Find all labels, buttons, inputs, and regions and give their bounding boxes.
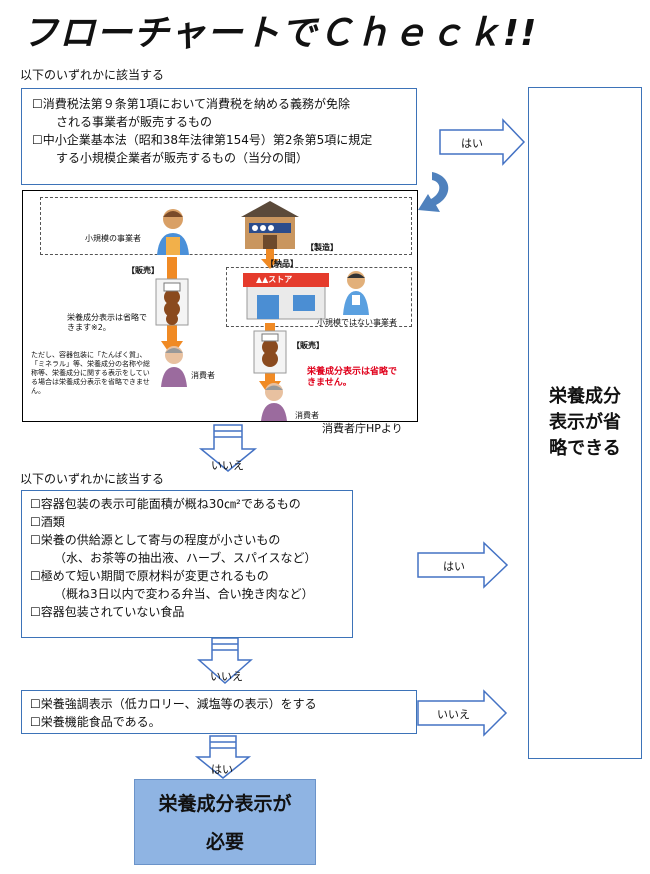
right-arrow-icon — [417, 689, 508, 737]
step2-item: ☐栄養の供給源として寄与の程度が小さいもの — [30, 533, 281, 547]
step1-lead: 以下のいずれかに該当する — [20, 68, 165, 82]
small-business-label: 小規模の事業者 — [85, 234, 141, 243]
small-business-person-icon — [157, 209, 189, 255]
yes-label-2: はい — [443, 560, 465, 573]
step1-item: する小規模企業者が販売するもの（当分の間） — [56, 151, 309, 165]
consumer-left-label: 消費者 — [191, 371, 215, 380]
rice-cracker-bag-icon — [253, 330, 287, 374]
step2-item: （水、お茶等の抽出液、ハーブ、スパイスなど） — [54, 551, 317, 565]
curved-arrow-icon — [418, 172, 449, 212]
step2-item: ☐極めて短い期間で原材料が変更されるもの — [30, 569, 269, 583]
result-omit-line: 略できる — [549, 438, 621, 459]
shop-building-icon — [241, 201, 299, 249]
store-building-icon — [243, 273, 329, 320]
no-label-2: いいえ — [210, 670, 243, 683]
consumer-right-label: 消費者 — [295, 411, 319, 420]
result-omit-line: 栄養成分 — [549, 386, 621, 407]
delivery-label: 【納品】 — [266, 259, 298, 268]
store-clerk-icon — [343, 271, 369, 315]
cannot-omit-note: 栄養成分表示は省略できません。 — [307, 367, 398, 388]
result-omit-box: 栄養成分 表示が省 略できる — [528, 87, 642, 759]
right-arrow-icon — [417, 541, 509, 589]
exception-note: ただし、容器包装に「たんぱく質」、「ミネラル」等、栄養成分の名称や総称等、栄養成… — [31, 351, 150, 395]
result-required-line: 栄養成分表示が — [158, 793, 292, 815]
illustration-panel: 小規模の事業者 【製造】 【納品】 【販売】 栄養成分表示は省略できます※2。 … — [22, 190, 418, 422]
step3-box: ☐栄養強調表示（低カロリー、減塩等の表示）をする ☐栄養機能食品である。 — [21, 690, 417, 734]
source-credit: 消費者庁HPより — [322, 422, 403, 435]
result-required-box: 栄養成分表示が 必要 — [134, 779, 316, 865]
step3-item: ☐栄養機能食品である。 — [30, 715, 161, 729]
step3-item: ☐栄養強調表示（低カロリー、減塩等の表示）をする — [30, 697, 317, 711]
down-arrow-icon — [194, 735, 252, 779]
omit-note: 栄養成分表示は省略できます※2。 — [67, 313, 147, 332]
step2-item: ☐容器包装されていない食品 — [30, 605, 185, 619]
yes-label-3: はい — [211, 763, 233, 776]
down-arrow-orange-icon — [261, 249, 279, 269]
store-name: ▲▲ストア — [256, 275, 293, 284]
no-label-1: いいえ — [211, 459, 244, 472]
page-title: フローチャートでＣｈｅｃｋ!! — [22, 13, 538, 54]
no-label-3: いいえ — [437, 708, 470, 721]
manufacture-region — [40, 197, 412, 255]
non-small-business-label: 小規模ではない事業者 — [317, 318, 397, 327]
yes-label-1: はい — [461, 137, 483, 150]
right-arrow-icon — [439, 118, 526, 166]
step1-item: される事業者が販売するもの — [56, 115, 213, 129]
store-region — [226, 267, 412, 327]
result-required-line: 必要 — [205, 831, 244, 853]
consumer-elderly-icon — [161, 346, 187, 387]
step2-box: ☐容器包装の表示可能面積が概ね30㎝²であるもの ☐酒類 ☐栄養の供給源として寄… — [21, 490, 353, 638]
step2-item: ☐酒類 — [30, 515, 65, 529]
manufacture-label: 【製造】 — [306, 243, 338, 252]
sales-left-label: 【販売】 — [127, 266, 159, 275]
step2-item: （概ね3日以内で変わる弁当、合い挽き肉など） — [54, 587, 314, 601]
step1-item: ☐中小企業基本法（昭和38年法律第154号）第2条第5項に規定 — [32, 133, 373, 147]
step2-item: ☐容器包装の表示可能面積が概ね30㎝²であるもの — [30, 497, 301, 511]
rice-cracker-bag-icon — [155, 278, 189, 326]
sales-right-label: 【販売】 — [292, 341, 324, 350]
step1-item: ☐消費税法第９条第1項において消費税を納める義務が免除 — [32, 97, 351, 111]
step2-lead: 以下のいずれかに該当する — [20, 472, 165, 486]
consumer-elderly-icon — [261, 383, 287, 421]
result-omit-line: 表示が省 — [549, 412, 621, 433]
step1-box: ☐消費税法第９条第1項において消費税を納める義務が免除 される事業者が販売するも… — [21, 88, 417, 185]
